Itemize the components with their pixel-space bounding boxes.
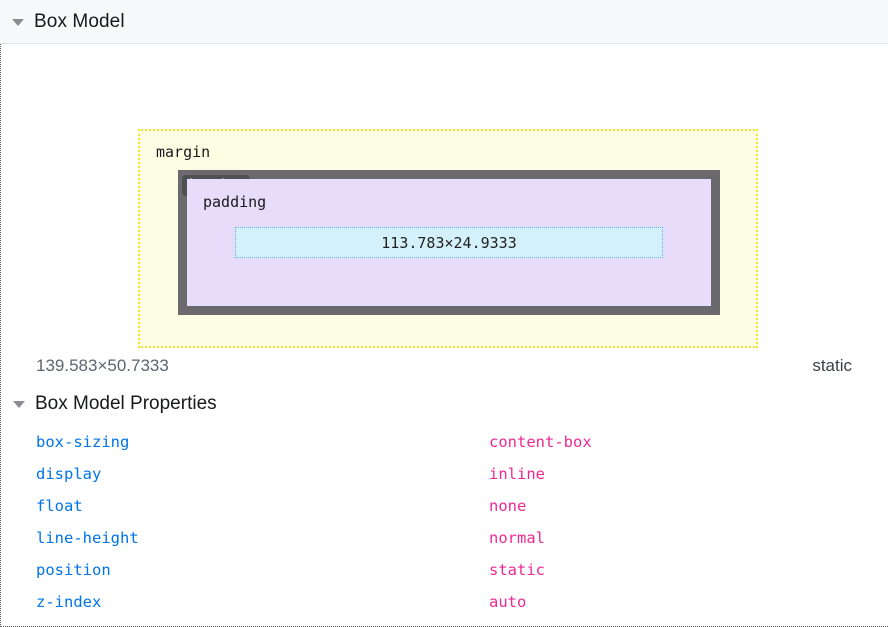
table-row[interactable]: float none: [1, 490, 888, 522]
property-name: position: [36, 561, 111, 579]
box-model-properties-title: Box Model Properties: [35, 393, 217, 414]
property-value[interactable]: normal: [489, 529, 545, 547]
box-model-summary: 139.583×50.7333 static: [1, 344, 888, 388]
property-name: box-sizing: [36, 433, 130, 451]
box-model-panel-header[interactable]: Box Model: [0, 0, 888, 44]
property-value[interactable]: content-box: [489, 433, 592, 451]
triangle-down-icon[interactable]: [13, 400, 25, 408]
content-size-value: 113.783×24.9333: [381, 233, 517, 252]
property-value[interactable]: static: [489, 561, 545, 579]
margin-region-label: margin: [156, 143, 211, 161]
property-value[interactable]: inline: [489, 465, 545, 483]
table-row[interactable]: display inline: [1, 458, 888, 490]
table-row[interactable]: box-sizing content-box: [1, 426, 888, 458]
property-name: line-height: [36, 529, 139, 547]
element-position-value: static: [812, 356, 852, 375]
box-model-properties-list: box-sizing content-box display inline fl…: [1, 420, 888, 618]
table-row[interactable]: z-index auto: [1, 586, 888, 618]
table-row[interactable]: position static: [1, 554, 888, 586]
triangle-down-icon[interactable]: [12, 18, 24, 26]
padding-region-label: padding: [203, 193, 267, 211]
box-model-body: 0 0 0 0 1.7 1.7 1.7 1.7 11.2 11.2 11.2 1…: [0, 44, 888, 627]
border-region[interactable]: border padding 113.783×24.9333: [178, 170, 720, 315]
margin-region[interactable]: margin border padding 113.783×24.9333: [138, 129, 758, 348]
property-value[interactable]: none: [489, 497, 527, 515]
padding-region[interactable]: padding 113.783×24.9333: [187, 179, 711, 306]
table-row[interactable]: line-height normal: [1, 522, 888, 554]
content-region[interactable]: 113.783×24.9333: [235, 227, 663, 258]
property-value[interactable]: auto: [489, 593, 527, 611]
box-model-properties-header[interactable]: Box Model Properties: [1, 388, 888, 420]
property-name: display: [36, 465, 102, 483]
page-title: Box Model: [34, 11, 125, 32]
element-size-value: 139.583×50.7333: [36, 356, 169, 375]
property-name: float: [36, 497, 83, 515]
box-model-diagram: 0 0 0 0 1.7 1.7 1.7 1.7 11.2 11.2 11.2 1…: [1, 44, 888, 348]
property-name: z-index: [36, 593, 102, 611]
